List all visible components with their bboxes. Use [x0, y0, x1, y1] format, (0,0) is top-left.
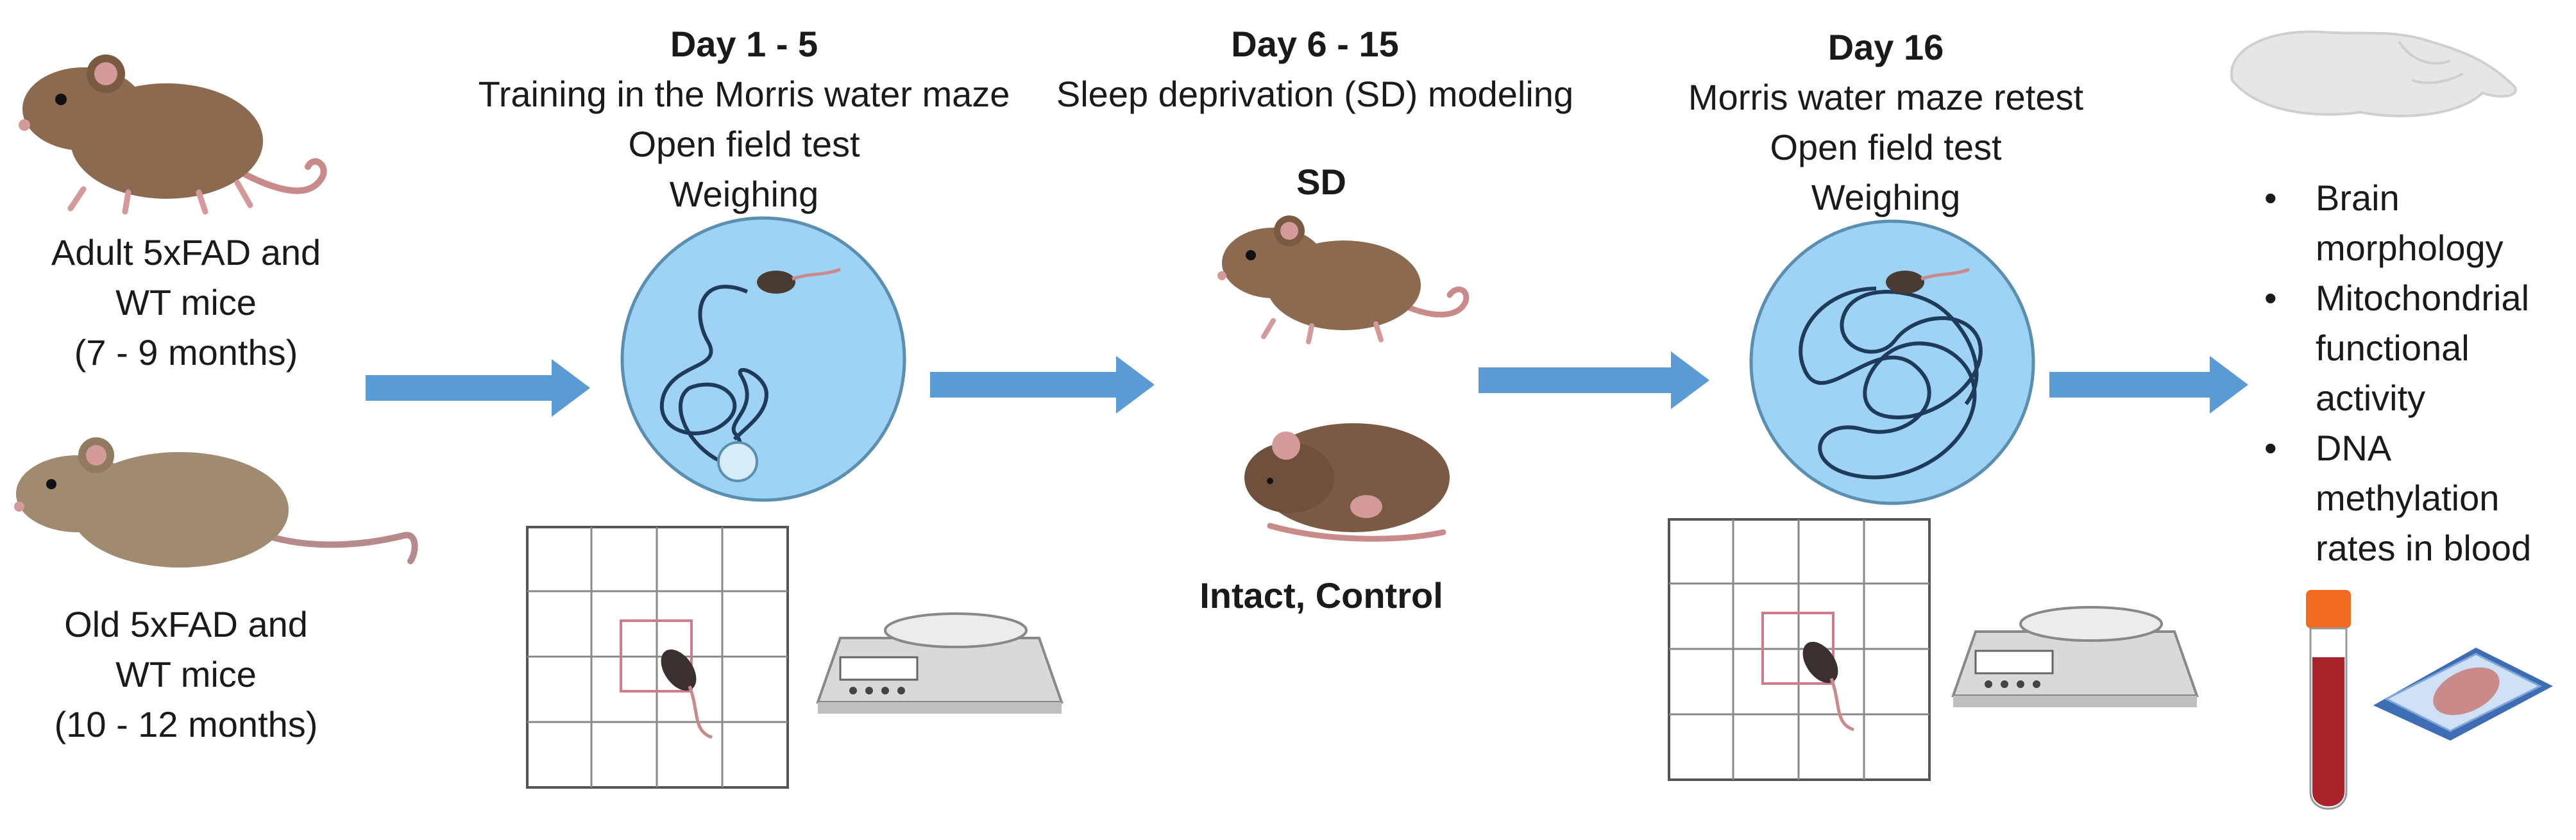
stage1-line-3: Weighing — [669, 174, 819, 214]
adult-mouse-illustration — [19, 55, 327, 215]
stage3-line-1: Morris water maze retest — [1688, 77, 2084, 117]
arrow-2 — [930, 356, 1155, 414]
sd-mouse-illustration — [1217, 215, 1470, 344]
arrow-1 — [366, 359, 590, 417]
finding-2-line-2: functional — [2316, 328, 2470, 368]
control-label: Intact, Control — [1199, 575, 1443, 616]
finding-2-line-1: Mitochondrial — [2316, 278, 2530, 318]
stage3-line-3: Weighing — [1811, 177, 1961, 217]
stage3-description: Morris water maze retest Open field test… — [1629, 72, 2142, 223]
weighing-scale-1 — [816, 612, 1063, 714]
water-maze-pool-training — [620, 216, 906, 502]
adult-group-line-3: (7 - 9 months) — [74, 332, 298, 373]
old-group-line-3: (10 - 12 months) — [54, 704, 318, 744]
stage1-line-2: Open field test — [628, 124, 860, 164]
stage2-title: Sleep deprivation (SD) modeling — [1056, 74, 1574, 114]
stage3-day: Day 16 — [1827, 27, 1944, 67]
bullet-2: • — [2264, 278, 2277, 318]
finding-3-line-2: methylation — [2316, 478, 2500, 518]
stage1-day: Day 1 - 5 — [670, 24, 818, 64]
open-field-arena-2 — [1668, 518, 1931, 781]
adult-group-line-2: WT mice — [115, 282, 257, 323]
finding-3-line-3: rates in blood — [2316, 528, 2532, 568]
finding-1-line-2: morphology — [2316, 228, 2504, 268]
brain-icon — [2230, 30, 2517, 117]
old-mouse-illustration — [14, 437, 418, 567]
finding-2-line-3: activity — [2316, 378, 2426, 418]
sd-label: SD — [1296, 162, 1346, 202]
finding-mitochondrial-activity: • Mitochondrial functional activity — [2258, 273, 2531, 423]
blood-tube-icon — [2306, 590, 2351, 810]
stage1-line-1: Training in the Morris water maze — [478, 74, 1010, 114]
finding-brain-morphology: • Brain morphology — [2258, 173, 2531, 273]
bullet-1: • — [2264, 178, 2277, 218]
stage2-day: Day 6 - 15 — [1231, 24, 1399, 64]
tissue-slide-icon — [2373, 648, 2553, 741]
finding-3-line-1: DNA — [2316, 428, 2392, 468]
finding-dna-methylation: • DNA methylation rates in blood — [2258, 423, 2531, 573]
stage1-description: Training in the Morris water maze Open f… — [423, 69, 1065, 219]
control-mouse-illustration — [1244, 423, 1450, 542]
old-group-label: Old 5xFAD and WT mice (10 - 12 months) — [13, 600, 359, 750]
old-group-line-1: Old 5xFAD and — [64, 604, 308, 644]
bullet-3: • — [2264, 428, 2277, 468]
arrow-4 — [2049, 356, 2248, 414]
open-field-arena-1 — [526, 526, 789, 789]
outcome-measures-list: • Brain morphology • Mitochondrial funct… — [2258, 173, 2531, 573]
adult-group-line-1: Adult 5xFAD and — [51, 232, 321, 273]
weighing-scale-2 — [1951, 606, 2199, 707]
finding-1-line-1: Brain — [2316, 178, 2400, 218]
stage3-line-2: Open field test — [1770, 127, 2002, 167]
arrow-3 — [1479, 351, 1709, 409]
old-group-line-2: WT mice — [115, 654, 257, 694]
water-maze-pool-retest — [1749, 219, 2035, 505]
adult-group-label: Adult 5xFAD and WT mice (7 - 9 months) — [13, 228, 359, 378]
